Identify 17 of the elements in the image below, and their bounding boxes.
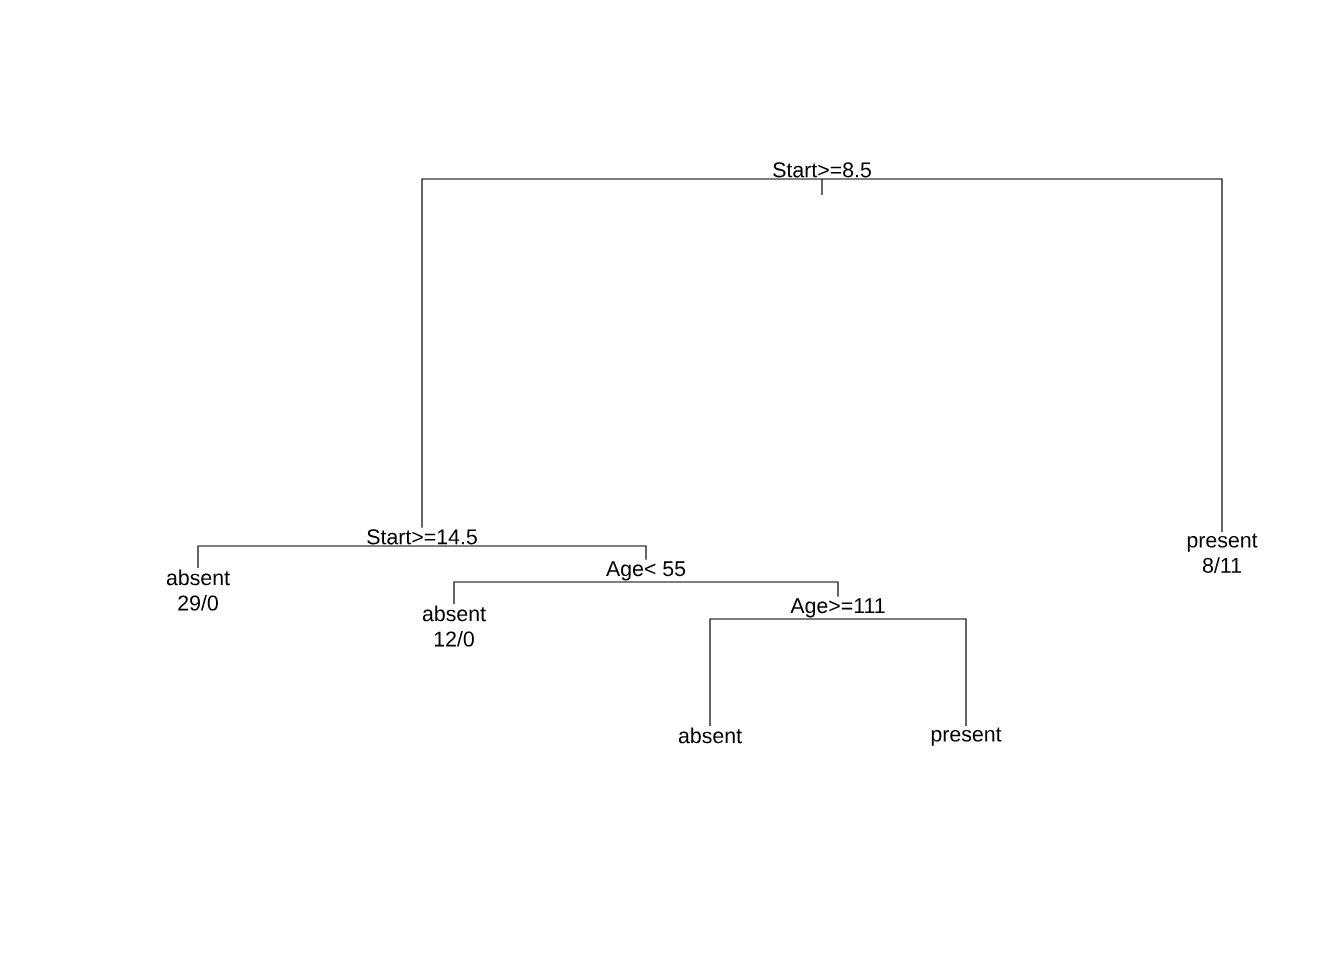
split-label: Start>=8.5 [773,162,871,178]
split-label: Age>=111 [790,598,885,618]
split-label: Start>=14.5 [367,529,477,545]
leaf-label: absent 29/0 [166,569,230,611]
split-label: Age< 55 [606,561,686,581]
tree-branch [709,618,839,727]
leaf-label: absent 12/0 [422,605,486,647]
tree-branch [197,545,423,569]
tree-branch [421,545,647,561]
tree-branch [645,581,839,598]
leaf-label: present [931,727,1002,746]
tree-branch [421,178,823,529]
leaf-label: present 8/11 [1187,533,1258,573]
tree-branch [837,618,967,727]
leaf-label: absent [678,727,742,744]
tree-branch [821,178,1223,533]
tree-branch [453,581,647,605]
